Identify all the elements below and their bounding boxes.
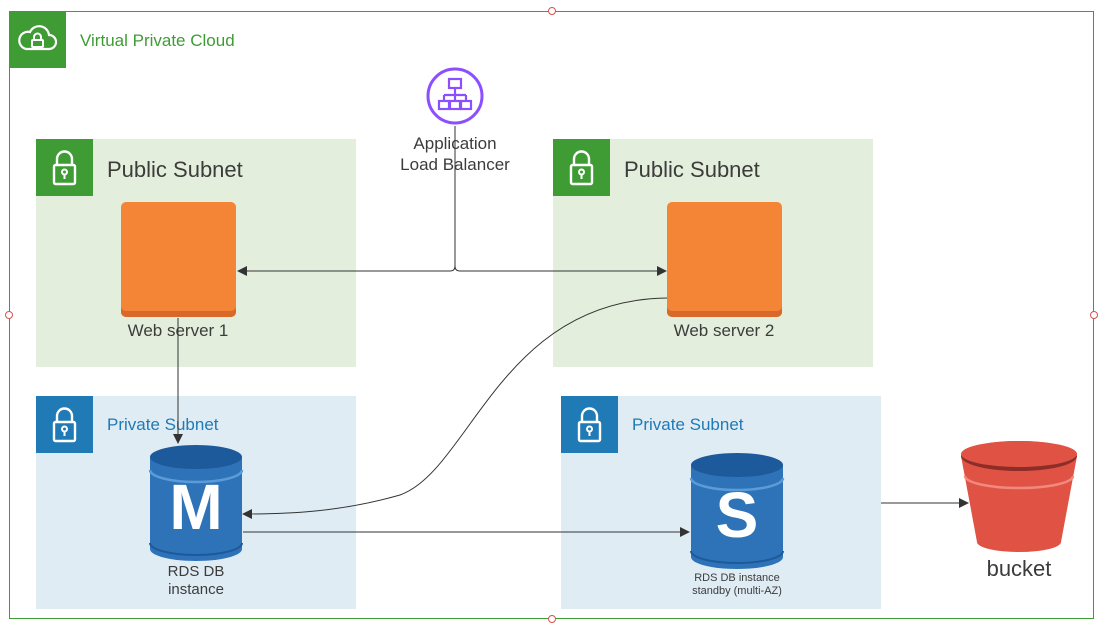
rds-standby-label: RDS DB instance standby (multi-AZ) bbox=[662, 572, 812, 598]
resize-handle-right[interactable] bbox=[1090, 311, 1098, 319]
rds-standby-label-line1: RDS DB instance bbox=[694, 572, 780, 584]
web-server-1[interactable] bbox=[121, 202, 236, 317]
rds-master-label: RDS DB instance bbox=[126, 563, 266, 599]
bucket-label: bucket bbox=[986, 556, 1052, 581]
vpc-label: Virtual Private Cloud bbox=[80, 31, 235, 50]
resize-handle-bottom[interactable] bbox=[548, 615, 556, 623]
private-subnet-label: Private Subnet bbox=[107, 415, 219, 434]
public-subnet-label: Public Subnet bbox=[624, 157, 760, 182]
rds-master-label-line2: instance bbox=[168, 581, 224, 598]
cloud-lock-icon bbox=[9, 11, 66, 68]
resize-handle-top[interactable] bbox=[548, 7, 556, 15]
s3-bucket-icon[interactable] bbox=[959, 438, 1079, 558]
rds-master-letter: M bbox=[169, 471, 223, 543]
rds-master-label-line1: RDS DB bbox=[167, 563, 225, 580]
private-subnet-label: Private Subnet bbox=[632, 415, 744, 434]
database-icon bbox=[689, 453, 785, 569]
rds-master-db[interactable] bbox=[148, 443, 244, 563]
web-server-2[interactable] bbox=[667, 202, 782, 317]
web-server-2-label: Web server 2 bbox=[673, 321, 775, 340]
rds-standby-label-line2: standby (multi-AZ) bbox=[692, 585, 782, 597]
lock-icon bbox=[36, 396, 93, 453]
rds-standby-letter: S bbox=[715, 479, 759, 551]
resize-handle-left[interactable] bbox=[5, 311, 13, 319]
database-icon bbox=[148, 445, 244, 561]
web-server-2-to-rds-arrow bbox=[242, 297, 668, 519]
lb-to-web-server-1-arrow bbox=[237, 126, 456, 276]
lock-icon bbox=[36, 139, 93, 196]
lb-to-web-server-2-arrow bbox=[454, 265, 667, 276]
lock-icon bbox=[561, 396, 618, 453]
rds-standby-db[interactable] bbox=[689, 451, 785, 571]
load-balancer-icon[interactable] bbox=[425, 66, 485, 126]
public-subnet-label: Public Subnet bbox=[107, 157, 243, 182]
lock-icon bbox=[553, 139, 610, 196]
